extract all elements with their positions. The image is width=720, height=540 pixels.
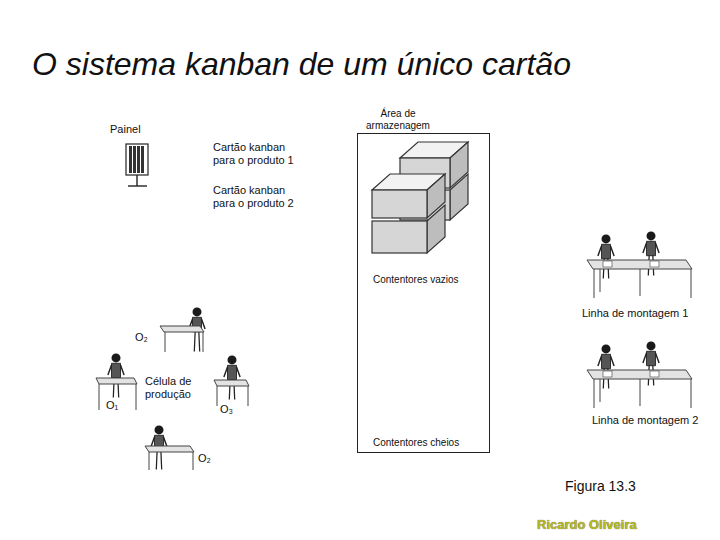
operator-label: O₂ bbox=[135, 331, 148, 344]
workbench bbox=[96, 378, 137, 384]
area-heading: Área de armazenagem bbox=[358, 108, 438, 131]
kanban-card bbox=[137, 146, 140, 173]
workbench bbox=[160, 326, 204, 332]
author-watermark: Ricardo Oliveira bbox=[537, 518, 637, 533]
bench-leg bbox=[149, 452, 193, 470]
cell-label: Célula de produção bbox=[145, 375, 210, 400]
operator-label: O₂ bbox=[198, 452, 211, 465]
container-label: Contentores vazios bbox=[373, 274, 459, 286]
work-piece bbox=[603, 261, 612, 267]
bench-leg bbox=[594, 269, 691, 298]
container-front bbox=[372, 190, 427, 218]
work-piece bbox=[650, 371, 659, 377]
workbench bbox=[214, 380, 249, 386]
container-side bbox=[450, 174, 468, 220]
slide-title: O sistema kanban de um único cartão bbox=[32, 46, 571, 83]
workbench bbox=[587, 370, 692, 379]
board-stand bbox=[128, 185, 147, 186]
card-label: Cartão kanban para o produto 1 bbox=[213, 141, 308, 166]
bench-leg bbox=[594, 379, 691, 408]
bench-leg bbox=[165, 332, 203, 352]
kanban-board bbox=[126, 144, 148, 186]
worker bbox=[108, 353, 124, 397]
worker bbox=[224, 355, 240, 399]
figure-caption: Figura 13.3 bbox=[565, 478, 636, 494]
assembly-line bbox=[587, 231, 692, 298]
container-front bbox=[372, 221, 427, 253]
container-label: Contentores cheios bbox=[373, 437, 459, 449]
card-label: Cartão kanban para o produto 2 bbox=[213, 184, 308, 209]
panel-label: Painel bbox=[110, 123, 141, 136]
container-stack bbox=[372, 142, 468, 253]
work-piece bbox=[603, 371, 612, 377]
kanban-card bbox=[141, 146, 144, 173]
board-stand bbox=[136, 175, 137, 186]
kanban-card bbox=[133, 146, 136, 173]
container-side bbox=[427, 205, 445, 253]
line-label: Linha de montagem 2 bbox=[592, 414, 698, 427]
workbench bbox=[587, 260, 692, 269]
line-label: Linha de montagem 1 bbox=[582, 307, 688, 320]
work-piece bbox=[650, 261, 659, 267]
assembly-line bbox=[587, 341, 692, 408]
storage-area: Área de armazenagemContentores vaziosCon… bbox=[357, 133, 490, 453]
workbench bbox=[145, 446, 194, 452]
board-frame bbox=[126, 144, 148, 175]
production-cell bbox=[96, 307, 249, 470]
operator-label: O₃ bbox=[220, 403, 233, 416]
kanban-card bbox=[129, 146, 132, 173]
operator-label: O₁ bbox=[106, 399, 118, 412]
